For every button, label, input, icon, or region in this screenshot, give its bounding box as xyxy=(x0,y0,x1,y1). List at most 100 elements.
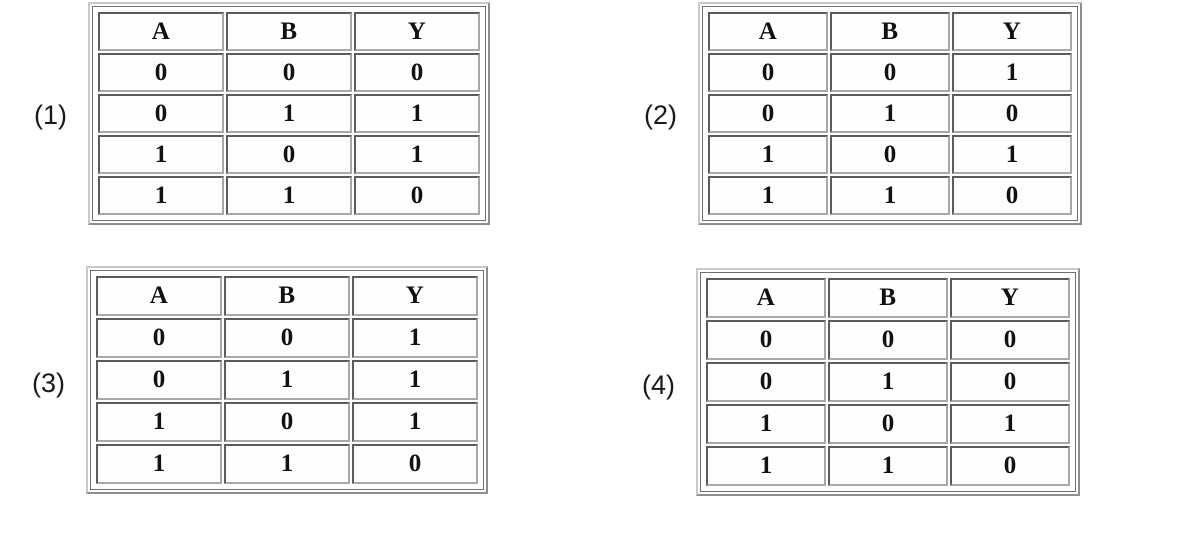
cell-a: 1 xyxy=(96,402,222,442)
cell-y: 1 xyxy=(352,402,478,442)
cell-a: 1 xyxy=(708,135,828,174)
table-row: 0 0 0 xyxy=(98,53,480,92)
cell-a: 1 xyxy=(708,176,828,215)
cell-a: 0 xyxy=(96,318,222,358)
truth-table-frame-1: A B Y 0 0 0 0 1 1 1 xyxy=(88,2,490,225)
cell-b: 0 xyxy=(828,320,948,360)
truth-table-block-4: (4) A B Y 0 0 0 0 1 xyxy=(634,268,1080,496)
cell-a: 1 xyxy=(96,444,222,484)
cell-b: 0 xyxy=(226,135,352,174)
truth-table-1: A B Y 0 0 0 0 1 1 1 xyxy=(96,10,482,217)
column-header-b: B xyxy=(828,278,948,318)
truth-table-block-1: (1) A B Y 0 0 0 0 1 xyxy=(26,2,490,225)
truth-table-label-1: (1) xyxy=(34,100,67,130)
cell-b: 0 xyxy=(224,318,350,358)
truth-table-3: A B Y 0 0 1 0 1 1 1 xyxy=(94,274,480,486)
table-row: 0 1 0 xyxy=(708,94,1072,133)
column-header-y: Y xyxy=(352,276,478,316)
table-row: 0 0 0 xyxy=(706,320,1070,360)
table-row: 0 1 0 xyxy=(706,362,1070,402)
truth-table-frame-inner-2: A B Y 0 0 1 0 1 0 1 xyxy=(702,6,1078,221)
truth-table-label-3: (3) xyxy=(32,367,65,398)
cell-a: 0 xyxy=(706,320,826,360)
table-row: 1 1 0 xyxy=(708,176,1072,215)
cell-y: 0 xyxy=(952,94,1072,133)
table-header-row: A B Y xyxy=(96,276,478,316)
cell-b: 0 xyxy=(830,135,950,174)
cell-b: 1 xyxy=(828,446,948,486)
table-header-row: A B Y xyxy=(706,278,1070,318)
table-row: 1 1 0 xyxy=(96,444,478,484)
column-header-y: Y xyxy=(354,12,480,51)
table-row: 1 0 1 xyxy=(98,135,480,174)
table-row: 0 1 1 xyxy=(96,360,478,400)
truth-table-block-3: (3) A B Y 0 0 1 0 1 xyxy=(24,266,488,494)
column-header-y: Y xyxy=(950,278,1070,318)
truth-table-frame-2: A B Y 0 0 1 0 1 0 1 xyxy=(698,2,1082,225)
cell-b: 1 xyxy=(828,362,948,402)
cell-a: 0 xyxy=(96,360,222,400)
cell-b: 0 xyxy=(830,53,950,92)
truth-table-frame-inner-1: A B Y 0 0 0 0 1 1 1 xyxy=(92,6,486,221)
cell-a: 0 xyxy=(98,53,224,92)
cell-y: 1 xyxy=(352,318,478,358)
column-header-a: A xyxy=(708,12,828,51)
cell-y: 1 xyxy=(354,135,480,174)
cell-b: 1 xyxy=(224,360,350,400)
table-row: 0 1 1 xyxy=(98,94,480,133)
cell-a: 1 xyxy=(706,446,826,486)
table-header-row: A B Y xyxy=(98,12,480,51)
truth-table-block-2: (2) A B Y 0 0 1 0 1 xyxy=(636,2,1082,225)
cell-y: 0 xyxy=(354,176,480,215)
cell-b: 1 xyxy=(830,176,950,215)
cell-b: 0 xyxy=(828,404,948,444)
cell-b: 1 xyxy=(830,94,950,133)
table-row: 1 1 0 xyxy=(98,176,480,215)
cell-y: 0 xyxy=(950,446,1070,486)
truth-table-label-2: (2) xyxy=(644,100,677,130)
cell-b: 1 xyxy=(226,94,352,133)
cell-y: 0 xyxy=(952,176,1072,215)
cell-y: 1 xyxy=(950,404,1070,444)
table-row: 1 0 1 xyxy=(708,135,1072,174)
table-row: 1 1 0 xyxy=(706,446,1070,486)
truth-table-frame-inner-3: A B Y 0 0 1 0 1 1 1 xyxy=(90,270,484,490)
cell-a: 0 xyxy=(708,94,828,133)
truth-table-4: A B Y 0 0 0 0 1 0 1 xyxy=(704,276,1072,488)
cell-a: 1 xyxy=(706,404,826,444)
cell-a: 1 xyxy=(98,135,224,174)
truth-table-frame-4: A B Y 0 0 0 0 1 0 1 xyxy=(696,268,1080,496)
table-row: 1 0 1 xyxy=(706,404,1070,444)
cell-b: 0 xyxy=(226,53,352,92)
cell-a: 0 xyxy=(708,53,828,92)
cell-b: 1 xyxy=(226,176,352,215)
column-header-a: A xyxy=(96,276,222,316)
column-header-b: B xyxy=(830,12,950,51)
cell-a: 1 xyxy=(98,176,224,215)
cell-y: 0 xyxy=(354,53,480,92)
cell-y: 1 xyxy=(952,53,1072,92)
cell-y: 1 xyxy=(354,94,480,133)
cell-a: 0 xyxy=(98,94,224,133)
column-header-b: B xyxy=(226,12,352,51)
truth-table-frame-inner-4: A B Y 0 0 0 0 1 0 1 xyxy=(700,272,1076,492)
table-row: 0 0 1 xyxy=(708,53,1072,92)
cell-y: 1 xyxy=(352,360,478,400)
column-header-b: B xyxy=(224,276,350,316)
cell-y: 0 xyxy=(352,444,478,484)
truth-table-label-4: (4) xyxy=(642,369,675,400)
column-header-a: A xyxy=(98,12,224,51)
cell-y: 1 xyxy=(952,135,1072,174)
table-row: 0 0 1 xyxy=(96,318,478,358)
cell-y: 0 xyxy=(950,320,1070,360)
truth-table-frame-3: A B Y 0 0 1 0 1 1 1 xyxy=(86,266,488,494)
column-header-a: A xyxy=(706,278,826,318)
cell-a: 0 xyxy=(706,362,826,402)
table-header-row: A B Y xyxy=(708,12,1072,51)
truth-table-2: A B Y 0 0 1 0 1 0 1 xyxy=(706,10,1074,217)
cell-b: 0 xyxy=(224,402,350,442)
table-row: 1 0 1 xyxy=(96,402,478,442)
column-header-y: Y xyxy=(952,12,1072,51)
cell-b: 1 xyxy=(224,444,350,484)
cell-y: 0 xyxy=(950,362,1070,402)
